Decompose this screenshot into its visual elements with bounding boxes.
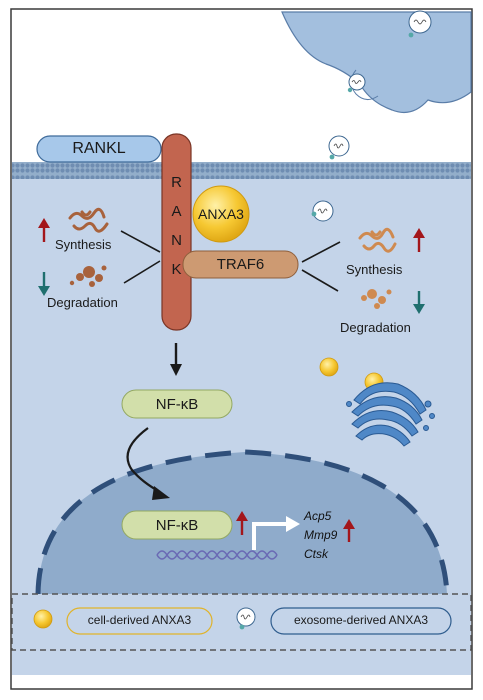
legend-cell-label: cell-derived ANXA3 (87, 613, 192, 627)
connector-right-synthesis (301, 241, 341, 263)
left-synthesis-label: Synthesis (55, 237, 112, 252)
rank-receptor (161, 133, 192, 331)
gene-acp5: Acp5 (304, 509, 332, 523)
donor-cell (281, 10, 472, 113)
traf6-pill (182, 250, 299, 279)
nfkb-nuclear-label: NF-κB (155, 517, 199, 534)
rank-letter-n: N (171, 232, 182, 249)
down-arrow-icon-left (38, 272, 50, 296)
left-degradation-label: Degradation (47, 295, 118, 310)
anxa3-protein (192, 185, 250, 243)
arrow-rank-to-nfkb (170, 343, 182, 376)
arrow-nfkb-translocation (126, 427, 170, 500)
plasma-membrane (12, 162, 471, 179)
legend-cell-anxa3-icon (33, 609, 53, 629)
dna-helix-icon (156, 550, 278, 560)
gene-mmp9: Mmp9 (304, 528, 338, 542)
degradation-fragments-icon-left (69, 265, 107, 287)
rank-letter-k: K (171, 261, 182, 278)
legend-exosome-pill (270, 607, 452, 635)
legend-cell-pill (66, 607, 213, 635)
connector-right-degradation (301, 269, 339, 292)
synthesis-fiber-icon-left (68, 207, 109, 233)
synthesis-fiber-icon-right (358, 227, 397, 253)
rankl-label: RANKL (72, 140, 126, 157)
up-arrow-icon-genes (343, 519, 355, 542)
connector-left-degradation (123, 260, 161, 284)
rankl-pill (36, 135, 162, 163)
connector-left-synthesis (120, 230, 161, 253)
down-arrow-icon-right (413, 291, 425, 314)
traf6-label: TRAF6 (216, 256, 265, 273)
transcription-arrow-icon (252, 516, 300, 550)
degradation-fragments-icon-right (361, 289, 392, 309)
nfkb-cytoplasm-pill (121, 389, 233, 419)
anxa3-free-1 (319, 357, 339, 377)
right-degradation-label: Degradation (340, 320, 411, 335)
nfkb-cytoplasm-label: NF-κB (155, 396, 199, 413)
golgi-icon (346, 382, 435, 447)
gene-ctsk: Ctsk (304, 547, 328, 561)
anxa3-label: ANXA3 (198, 206, 244, 222)
rank-letter-a: A (171, 203, 182, 220)
right-synthesis-label: Synthesis (346, 262, 403, 277)
rank-letter-r: R (171, 174, 182, 191)
legend-exosome-icon (236, 607, 256, 630)
up-arrow-icon-left (38, 218, 50, 242)
exosome-internal (311, 200, 334, 222)
exosome-free (328, 135, 350, 160)
up-arrow-icon-nfkb (236, 511, 248, 535)
nfkb-nuclear-pill (121, 510, 233, 540)
legend-exosome-label: exosome-derived ANXA3 (293, 613, 429, 627)
up-arrow-icon-right (413, 228, 425, 252)
